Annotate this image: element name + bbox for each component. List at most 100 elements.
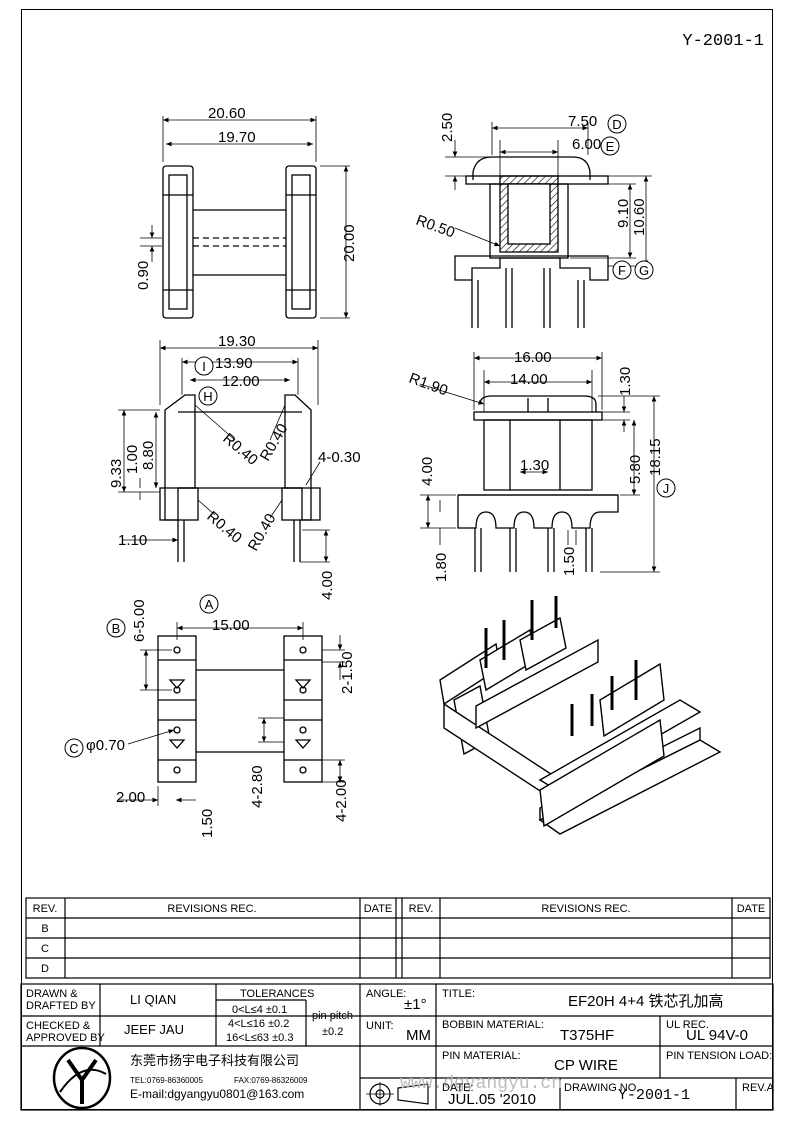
front-view bbox=[140, 116, 350, 319]
bottom-view bbox=[118, 622, 345, 806]
dim-label: 16.00 bbox=[514, 349, 552, 366]
angle-value: ±1° bbox=[404, 996, 427, 1013]
tolerances-label: TOLERANCES bbox=[240, 988, 315, 1000]
rev-row-label: C bbox=[41, 943, 49, 955]
checked-label: CHECKED & APPROVED BY bbox=[26, 1020, 105, 1044]
pin-pitch-value: ±0.2 bbox=[322, 1026, 344, 1038]
dim-label: 0.90 bbox=[135, 261, 152, 290]
rev-label: REV.A bbox=[742, 1082, 775, 1094]
drawn-by: LI QIAN bbox=[130, 992, 177, 1007]
dim-label: 2.00 bbox=[116, 789, 145, 806]
dim-label: 4.00 bbox=[319, 571, 336, 600]
dim-label: 1.50 bbox=[561, 547, 578, 576]
dim-label: R0.40 bbox=[257, 421, 292, 464]
isometric-view bbox=[439, 596, 722, 835]
callout-I-icon bbox=[194, 356, 214, 376]
dim-label: R0.40 bbox=[245, 511, 280, 554]
dim-label: 8.80 bbox=[140, 441, 157, 470]
dim-label: 1.00 bbox=[124, 445, 141, 474]
callout-A-icon bbox=[199, 594, 219, 614]
drawing-no-label: DRAWING NO. bbox=[564, 1082, 640, 1094]
dim-label: 6-5.00 bbox=[131, 599, 148, 642]
date-header: DATE bbox=[737, 903, 766, 915]
callout-C-icon bbox=[64, 738, 84, 758]
callout-letter: E bbox=[606, 139, 615, 154]
ul-rec-label: UL REC. bbox=[666, 1019, 709, 1031]
callout-letter: J bbox=[663, 481, 670, 496]
dim-label: 1.10 bbox=[118, 532, 147, 549]
dim-label: 4-2.00 bbox=[333, 779, 350, 822]
company-email: E-mail:dgyangyu0801@163.com bbox=[130, 1087, 305, 1101]
callout-letter: I bbox=[202, 359, 206, 374]
unit-value: MM bbox=[406, 1027, 431, 1044]
dim-label: 19.30 bbox=[218, 333, 256, 350]
callout-letter: H bbox=[203, 389, 212, 404]
pin-pitch-label: pin pitch bbox=[312, 1010, 353, 1022]
drawn-label: DRAWN & DRAFTED BY bbox=[26, 988, 96, 1012]
pin-material-label: PIN MATERIAL: bbox=[442, 1050, 521, 1062]
angle-label: ANGLE: bbox=[366, 988, 407, 1000]
callout-letter: A bbox=[205, 597, 214, 612]
dim-label: 1.80 bbox=[433, 553, 450, 582]
bobbin-material-label: BOBBIN MATERIAL: bbox=[442, 1019, 544, 1031]
rev-header: REV. bbox=[409, 903, 434, 915]
dim-label: 13.90 bbox=[215, 355, 253, 372]
dim-label: 1.30 bbox=[617, 367, 634, 396]
tolerance-row: 16<L≤63 ±0.3 bbox=[226, 1032, 294, 1044]
callout-letter: G bbox=[639, 263, 649, 278]
ul-rec-value: UL 94V-0 bbox=[686, 1027, 748, 1044]
dim-label: 9.33 bbox=[108, 459, 125, 488]
dim-label: 20.60 bbox=[208, 105, 246, 122]
date-value: JUL.05 '2010 bbox=[448, 1091, 536, 1108]
callout-letter: B bbox=[112, 621, 121, 636]
dim-label: φ0.70 bbox=[86, 737, 125, 754]
pin-material-value: CP WIRE bbox=[554, 1057, 618, 1074]
dim-label: 10.60 bbox=[631, 198, 648, 236]
dim-label: 2.50 bbox=[439, 113, 456, 142]
rev-header: REV. bbox=[33, 903, 58, 915]
callout-B-icon bbox=[106, 618, 126, 638]
callout-letter: D bbox=[612, 117, 621, 132]
watermark: www.dgyangyu.cn bbox=[400, 1074, 562, 1094]
dim-label: 5.80 bbox=[627, 455, 644, 484]
company-logo-icon bbox=[52, 1046, 112, 1110]
section-view bbox=[118, 340, 330, 563]
date-header: DATE bbox=[364, 903, 393, 915]
title-label: TITLE: bbox=[442, 988, 476, 1000]
callouts bbox=[64, 114, 676, 758]
dim-label: R0.40 bbox=[219, 430, 261, 469]
revisions-header: REVISIONS REC. bbox=[541, 903, 630, 915]
dim-label: 9.10 bbox=[615, 199, 632, 228]
revision-table bbox=[25, 897, 771, 979]
title-block bbox=[20, 983, 774, 1111]
rev-row-label: D bbox=[41, 963, 49, 975]
dim-label: 18.15 bbox=[647, 438, 664, 476]
dim-label: 4.00 bbox=[419, 457, 436, 486]
callout-letter: C bbox=[69, 741, 78, 756]
dim-label: 4-2.80 bbox=[249, 765, 266, 808]
callout-H-icon bbox=[198, 386, 218, 406]
callout-E-icon bbox=[600, 136, 620, 156]
callout-J-icon bbox=[656, 478, 676, 498]
company-fax: FAX:0769-86326009 bbox=[234, 1076, 308, 1085]
dim-label: 15.00 bbox=[212, 617, 250, 634]
dim-label: 19.70 bbox=[218, 129, 256, 146]
dim-label: R1.90 bbox=[407, 370, 450, 400]
dim-label: R0.40 bbox=[203, 508, 245, 547]
dim-label: 12.00 bbox=[222, 373, 260, 390]
callout-letter: F bbox=[618, 263, 626, 278]
callout-D-icon bbox=[607, 114, 627, 134]
dim-label: 14.00 bbox=[510, 371, 548, 388]
company-tel: TEL:0769-86360005 bbox=[130, 1076, 203, 1085]
tolerance-row: 4<L≤16 ±0.2 bbox=[228, 1018, 290, 1030]
callout-F-icon bbox=[612, 260, 632, 280]
tolerance-row: 0<L≤4 ±0.1 bbox=[232, 1004, 288, 1016]
drawing-no-value: Y-2001-1 bbox=[618, 1087, 691, 1104]
dim-label: 20.00 bbox=[341, 224, 358, 262]
dim-label: 7.50 bbox=[568, 113, 597, 130]
checked-by: JEEF JAU bbox=[124, 1022, 184, 1037]
pin-tension-label: PIN TENSION LOAD: bbox=[666, 1050, 773, 1062]
bobbin-material-value: T375HF bbox=[560, 1027, 615, 1044]
callout-G-icon bbox=[634, 260, 654, 280]
